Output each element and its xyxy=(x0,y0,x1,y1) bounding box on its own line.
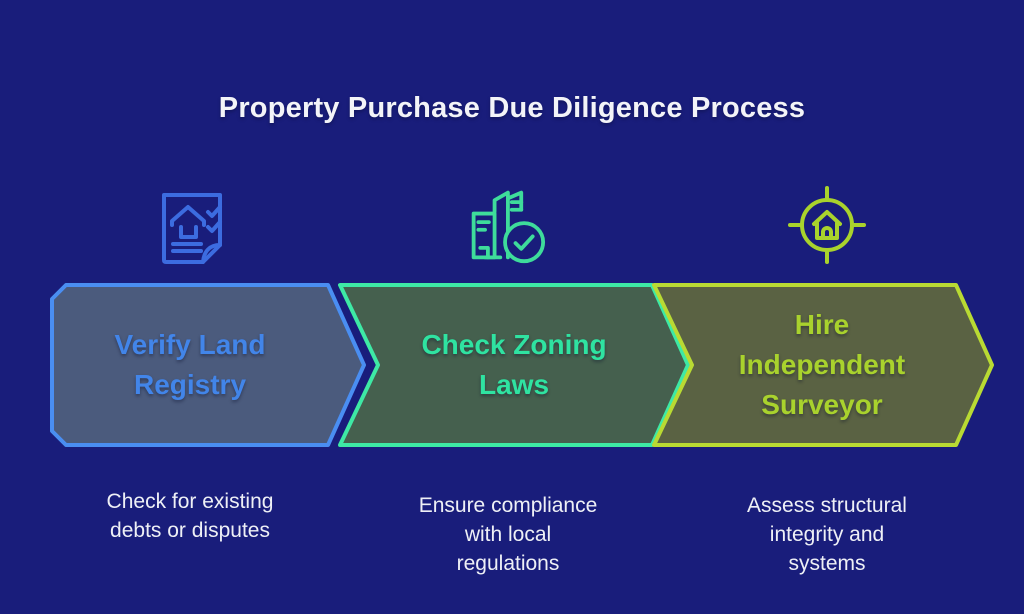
step1-chevron-shape xyxy=(50,283,366,447)
step3-label-line: Hire xyxy=(794,309,850,340)
step2-caption-line: with local xyxy=(464,523,552,546)
step2-caption: Ensure compliance with local regulations xyxy=(388,491,628,578)
step2-label-line: Laws xyxy=(478,369,550,400)
step3-label-line: Independent xyxy=(738,349,906,380)
step1-label: Verify Land Registry xyxy=(75,325,305,405)
step1-caption: Check for existing debts or disputes xyxy=(70,487,310,545)
step3-caption-line: integrity and xyxy=(769,523,885,546)
step1-caption-line: Check for existing xyxy=(106,490,274,513)
step3-label: Hire Independent Surveyor xyxy=(702,305,942,425)
step1-label-line: Verify Land xyxy=(114,329,266,360)
house-target-icon xyxy=(787,185,867,265)
step2-label-line: Check Zoning xyxy=(421,329,607,360)
step3-label-line: Surveyor xyxy=(761,389,883,420)
step3-caption-line: Assess structural xyxy=(747,494,907,517)
step2-caption-line: Ensure compliance xyxy=(418,494,598,517)
step3-caption-line: systems xyxy=(788,552,866,575)
house-document-checklist-icon xyxy=(152,187,232,267)
building-check-icon xyxy=(466,185,546,265)
step2-label: Check Zoning Laws xyxy=(394,325,634,405)
step3-chevron-shape xyxy=(652,283,994,447)
step2-caption-line: regulations xyxy=(456,552,560,575)
step3-caption: Assess structural integrity and systems xyxy=(707,491,947,578)
page-title: Property Purchase Due Diligence Process xyxy=(218,92,806,124)
step1-label-line: Registry xyxy=(133,369,247,400)
step1-caption-line: debts or disputes xyxy=(110,519,270,542)
